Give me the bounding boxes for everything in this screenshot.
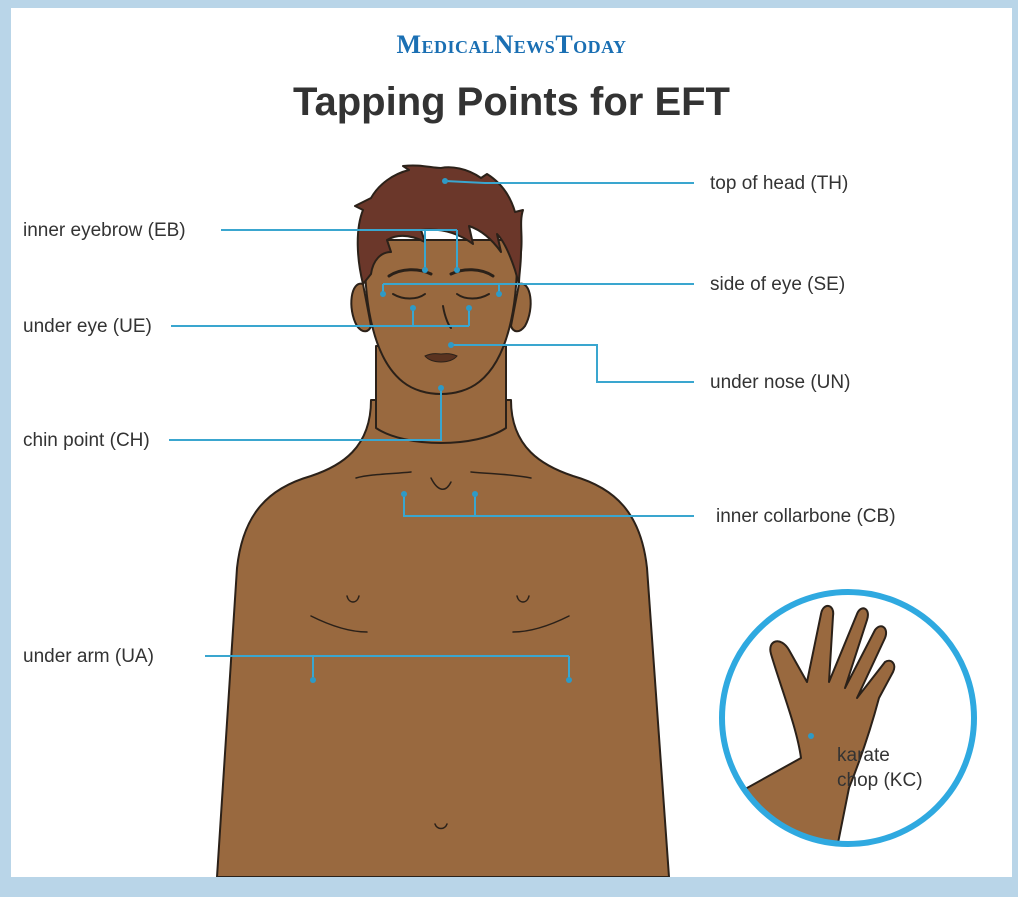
label-under-eye: under eye (UE)	[23, 317, 152, 336]
label-side-of-eye: side of eye (SE)	[710, 275, 845, 294]
label-karate-line1: karate	[837, 744, 923, 769]
label-inner-eyebrow: inner eyebrow (EB)	[23, 221, 186, 240]
label-chin-point: chin point (CH)	[23, 431, 150, 450]
torso	[217, 400, 669, 877]
label-karate-line2: chop (KC)	[837, 769, 923, 794]
infographic-card: MedicalNewsToday Tapping Points for EFT	[11, 8, 1012, 877]
label-under-nose: under nose (UN)	[710, 373, 850, 392]
label-under-arm: under arm (UA)	[23, 647, 154, 666]
label-inner-collarbone: inner collarbone (CB)	[716, 507, 896, 526]
label-top-of-head: top of head (TH)	[710, 174, 848, 193]
label-karate-chop: karate chop (KC)	[837, 744, 923, 793]
